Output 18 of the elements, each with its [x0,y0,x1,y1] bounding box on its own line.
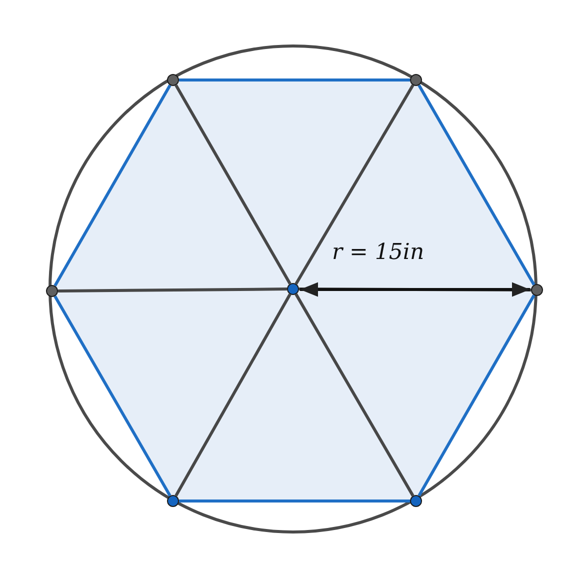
radius-segment [294,84,414,285]
radius-label: r = 15in [332,240,424,265]
point [167,495,179,507]
hexagon-side [418,84,536,286]
hexagon-side [418,294,536,497]
point [46,285,58,297]
radius-segment [174,293,292,497]
radius-segment [174,84,292,285]
hexagon-side [179,78,410,82]
point [410,74,422,86]
point [531,284,543,296]
point [410,495,422,507]
point [167,74,179,86]
hexagon-side [54,84,172,287]
radius-segment [294,293,414,497]
radius-segment [58,288,288,292]
hexagon-side [179,500,410,502]
hexagon-side [54,295,172,497]
